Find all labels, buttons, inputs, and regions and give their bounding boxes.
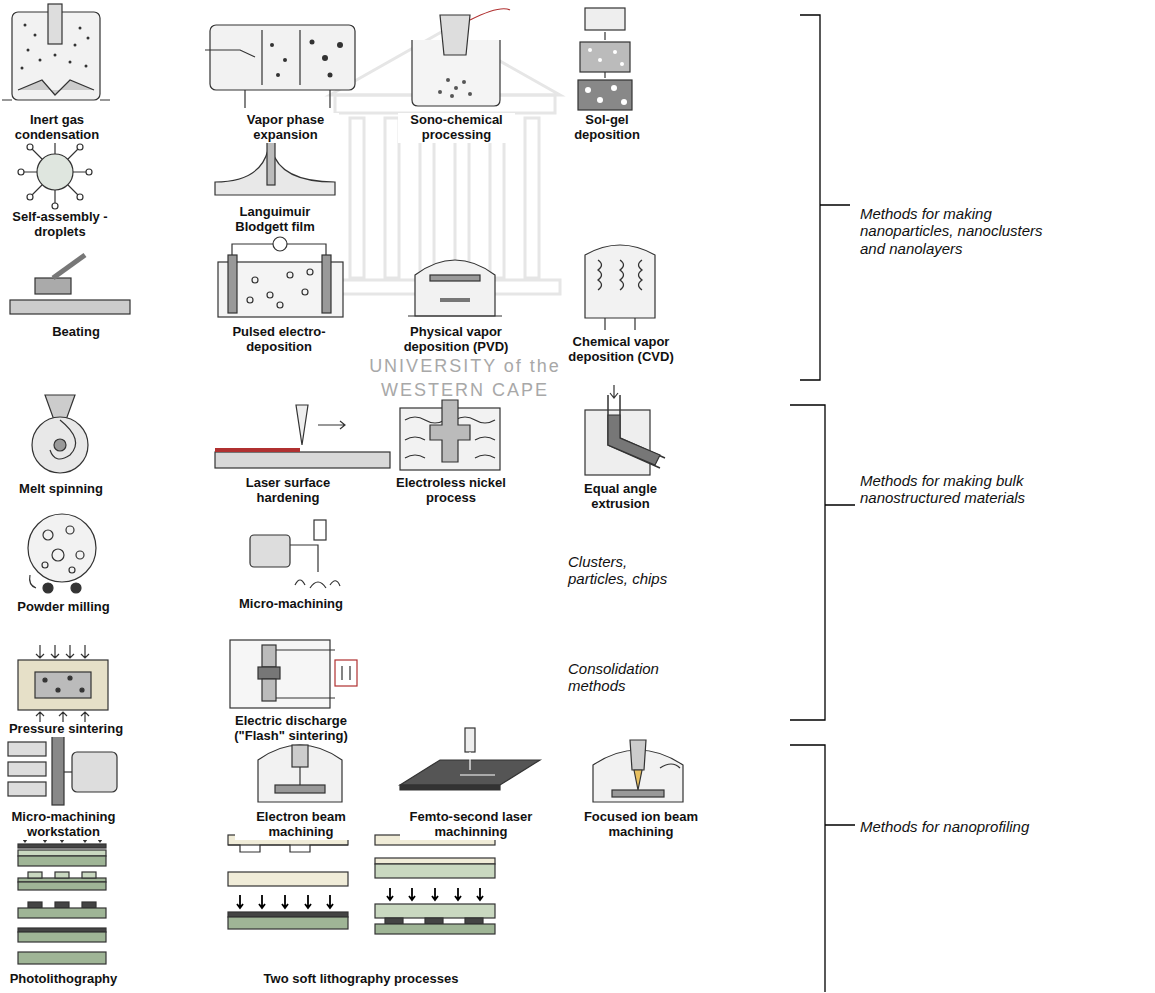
caption: Physical vapor deposition (PVD): [390, 325, 522, 355]
caption: Electron beam machining: [235, 810, 367, 840]
powder-milling-illustration: [28, 514, 96, 593]
caption: Self-assembly - droplets: [0, 210, 120, 240]
group-label: Methods for making nanoparticles, nanocl…: [860, 205, 1060, 257]
caption: Sol-gel deposition: [560, 113, 654, 143]
caption: Melt spinning: [0, 482, 122, 497]
caption: Laser surface hardening: [222, 476, 354, 506]
caption: Vapor phase expansion: [232, 113, 339, 143]
melt-spinning-illustration: [32, 395, 88, 473]
vapor-phase-illustration: [205, 25, 355, 108]
group-label: Methods for nanoprofiling: [860, 818, 1060, 835]
flash-sintering-illustration: [230, 640, 357, 708]
caption: Electric discharge ("Flash" sintering): [215, 714, 367, 744]
group-note: Consolidation methods: [568, 660, 688, 695]
watermark-logo: [330, 30, 560, 294]
pressure-sintering-illustration: [18, 645, 108, 725]
watermark: UNIVERSITY of the: [330, 356, 600, 377]
photolithography-illustration: [18, 828, 106, 964]
caption: Pulsed electro-deposition: [208, 325, 350, 355]
electron-beam-illustration: [258, 745, 342, 802]
caption: Languimuir Blodgett film: [218, 205, 332, 235]
caption: Two soft lithography processes: [210, 972, 512, 987]
caption: Inert gas condensation: [0, 113, 114, 143]
soft-lithography-illustration: [228, 835, 495, 934]
caption: Chemical vapor deposition (CVD): [555, 335, 687, 365]
droplet-illustration: [18, 135, 92, 209]
laser-hardening-illustration: [215, 405, 390, 468]
caption: Powder milling: [0, 600, 127, 615]
workstation-illustration: [8, 735, 117, 805]
group-note: Clusters, particles, chips: [568, 553, 688, 588]
beating-illustration: [10, 255, 130, 314]
femtosecond-laser-illustration: [400, 728, 540, 790]
caption: Micro-machining: [225, 597, 357, 612]
pvd-illustration: [408, 260, 502, 316]
micro-machining-illustration: [250, 520, 340, 588]
sonochemical-illustration: [412, 9, 510, 106]
cvd-illustration: [585, 245, 655, 330]
caption: Focused ion beam machining: [570, 810, 712, 840]
electroless-illustration: [400, 400, 500, 470]
group-label: Methods for making bulk nanostructured m…: [860, 472, 1060, 507]
focused-ion-beam-illustration: [593, 740, 683, 802]
sol-gel-illustration: [578, 8, 632, 110]
inert-gas-illustration: [2, 4, 110, 100]
group-brackets: [790, 15, 855, 992]
caption: Beating: [20, 325, 132, 340]
caption: Electroless nickel process: [380, 476, 522, 506]
caption: Sono-chemical processing: [398, 113, 515, 143]
caption: Pressure sintering: [0, 722, 132, 737]
caption: Femto-second laser machinning: [400, 810, 542, 840]
extrusion-illustration: [585, 385, 665, 475]
caption: Micro-machining workstation: [0, 810, 127, 840]
caption: Photolithography: [0, 972, 127, 987]
caption: Equal angle extrusion: [562, 482, 679, 512]
electrodeposition-illustration: [218, 237, 343, 317]
watermark: WESTERN CAPE: [330, 380, 600, 401]
